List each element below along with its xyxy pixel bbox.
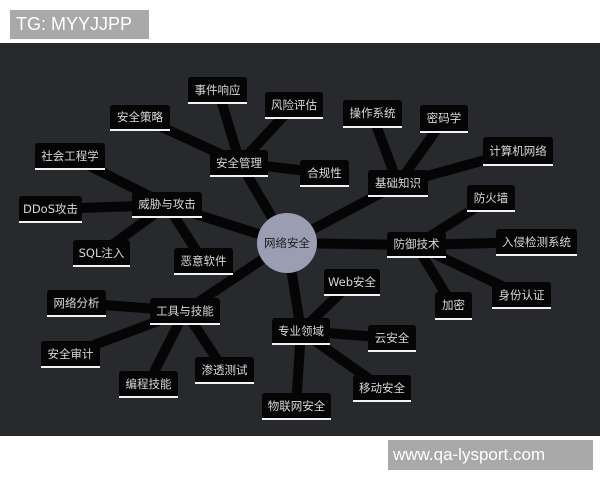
- branch-specializations[interactable]: 专业领域: [272, 318, 330, 345]
- leaf-security-policy[interactable]: 安全策略: [110, 105, 170, 131]
- leaf-ids[interactable]: 入侵检测系统: [496, 229, 577, 256]
- leaf-encryption[interactable]: 加密: [435, 292, 472, 320]
- leaf-security-audit[interactable]: 安全审计: [41, 341, 100, 368]
- node-label: 操作系统: [349, 106, 396, 120]
- branch-defense-tech[interactable]: 防御技术: [387, 232, 446, 258]
- leaf-sql-injection[interactable]: SQL注入: [73, 240, 130, 267]
- branch-tools-skills[interactable]: 工具与技能: [150, 298, 220, 325]
- leaf-firewall[interactable]: 防火墙: [467, 185, 515, 212]
- node-label: 加密: [442, 298, 465, 312]
- node-label: 事件响应: [194, 82, 241, 97]
- node-label: 风险评估: [271, 97, 317, 112]
- node-label: 密码学: [426, 111, 462, 125]
- branch-fundamentals[interactable]: 基础知识: [368, 170, 428, 197]
- watermark-bottom: www.qa-lysport.com: [388, 440, 593, 470]
- leaf-malware[interactable]: 恶意软件: [174, 248, 233, 275]
- leaf-risk-assessment[interactable]: 风险评估: [265, 92, 323, 119]
- node-label: 渗透测试: [201, 362, 248, 377]
- node-label: 威胁与攻击: [138, 197, 196, 211]
- node-label: 工具与技能: [156, 303, 214, 318]
- leaf-incident-response[interactable]: 事件响应: [188, 77, 247, 104]
- node-label: 物联网安全: [267, 398, 326, 413]
- leaf-web-security[interactable]: Web安全: [324, 269, 380, 296]
- branch-threats-attacks[interactable]: 威胁与攻击: [132, 192, 202, 218]
- leaf-authentication[interactable]: 身份认证: [492, 282, 551, 309]
- leaf-cloud-security[interactable]: 云安全: [368, 325, 416, 352]
- leaf-iot-security[interactable]: 物联网安全: [262, 393, 331, 420]
- node-label: 计算机网络: [489, 143, 547, 158]
- node-label: 身份认证: [498, 287, 545, 302]
- node-label: SQL注入: [78, 245, 125, 260]
- node-label: 安全审计: [47, 346, 94, 361]
- leaf-compliance[interactable]: 合规性: [300, 160, 349, 187]
- node-label: 云安全: [374, 330, 410, 345]
- node-label: 基础知识: [375, 175, 421, 190]
- node-label: DDoS攻击: [22, 201, 79, 216]
- center-node[interactable]: 网络安全: [257, 213, 317, 273]
- node-label: 入侵检测系统: [502, 234, 571, 249]
- node-label: 安全管理: [216, 155, 262, 170]
- node-label: 防御技术: [393, 237, 440, 251]
- node-label: 合规性: [307, 165, 342, 180]
- node-label: 安全策略: [117, 110, 163, 124]
- mindmap-canvas: 网络安全 安全管理 安全策略 事件响应 风险评估 合规性 基础知识 操作系统 密…: [0, 43, 600, 436]
- watermark-top: TG: MYYJJPP: [10, 10, 149, 39]
- leaf-mobile-security[interactable]: 移动安全: [353, 375, 411, 402]
- branch-security-management[interactable]: 安全管理: [210, 150, 268, 177]
- leaf-cryptography[interactable]: 密码学: [420, 105, 468, 133]
- leaf-penetration-testing[interactable]: 渗透测试: [195, 357, 254, 384]
- leaf-computer-networks[interactable]: 计算机网络: [483, 137, 553, 166]
- node-label: 网络分析: [53, 295, 100, 310]
- leaf-operating-systems[interactable]: 操作系统: [343, 100, 402, 128]
- node-label: 社会工程学: [41, 148, 99, 163]
- node-label: Web安全: [327, 274, 377, 289]
- leaf-network-analysis[interactable]: 网络分析: [47, 290, 106, 317]
- node-label: 移动安全: [359, 380, 405, 395]
- node-label: 防火墙: [473, 190, 509, 205]
- leaf-programming-skills[interactable]: 编程技能: [119, 371, 178, 398]
- leaf-social-engineering[interactable]: 社会工程学: [35, 143, 105, 170]
- node-label: 恶意软件: [180, 253, 227, 268]
- leaf-ddos-attack[interactable]: DDoS攻击: [19, 196, 82, 223]
- node-label: 编程技能: [125, 376, 172, 391]
- node-label: 专业领域: [278, 323, 324, 338]
- center-label: 网络安全: [264, 236, 310, 250]
